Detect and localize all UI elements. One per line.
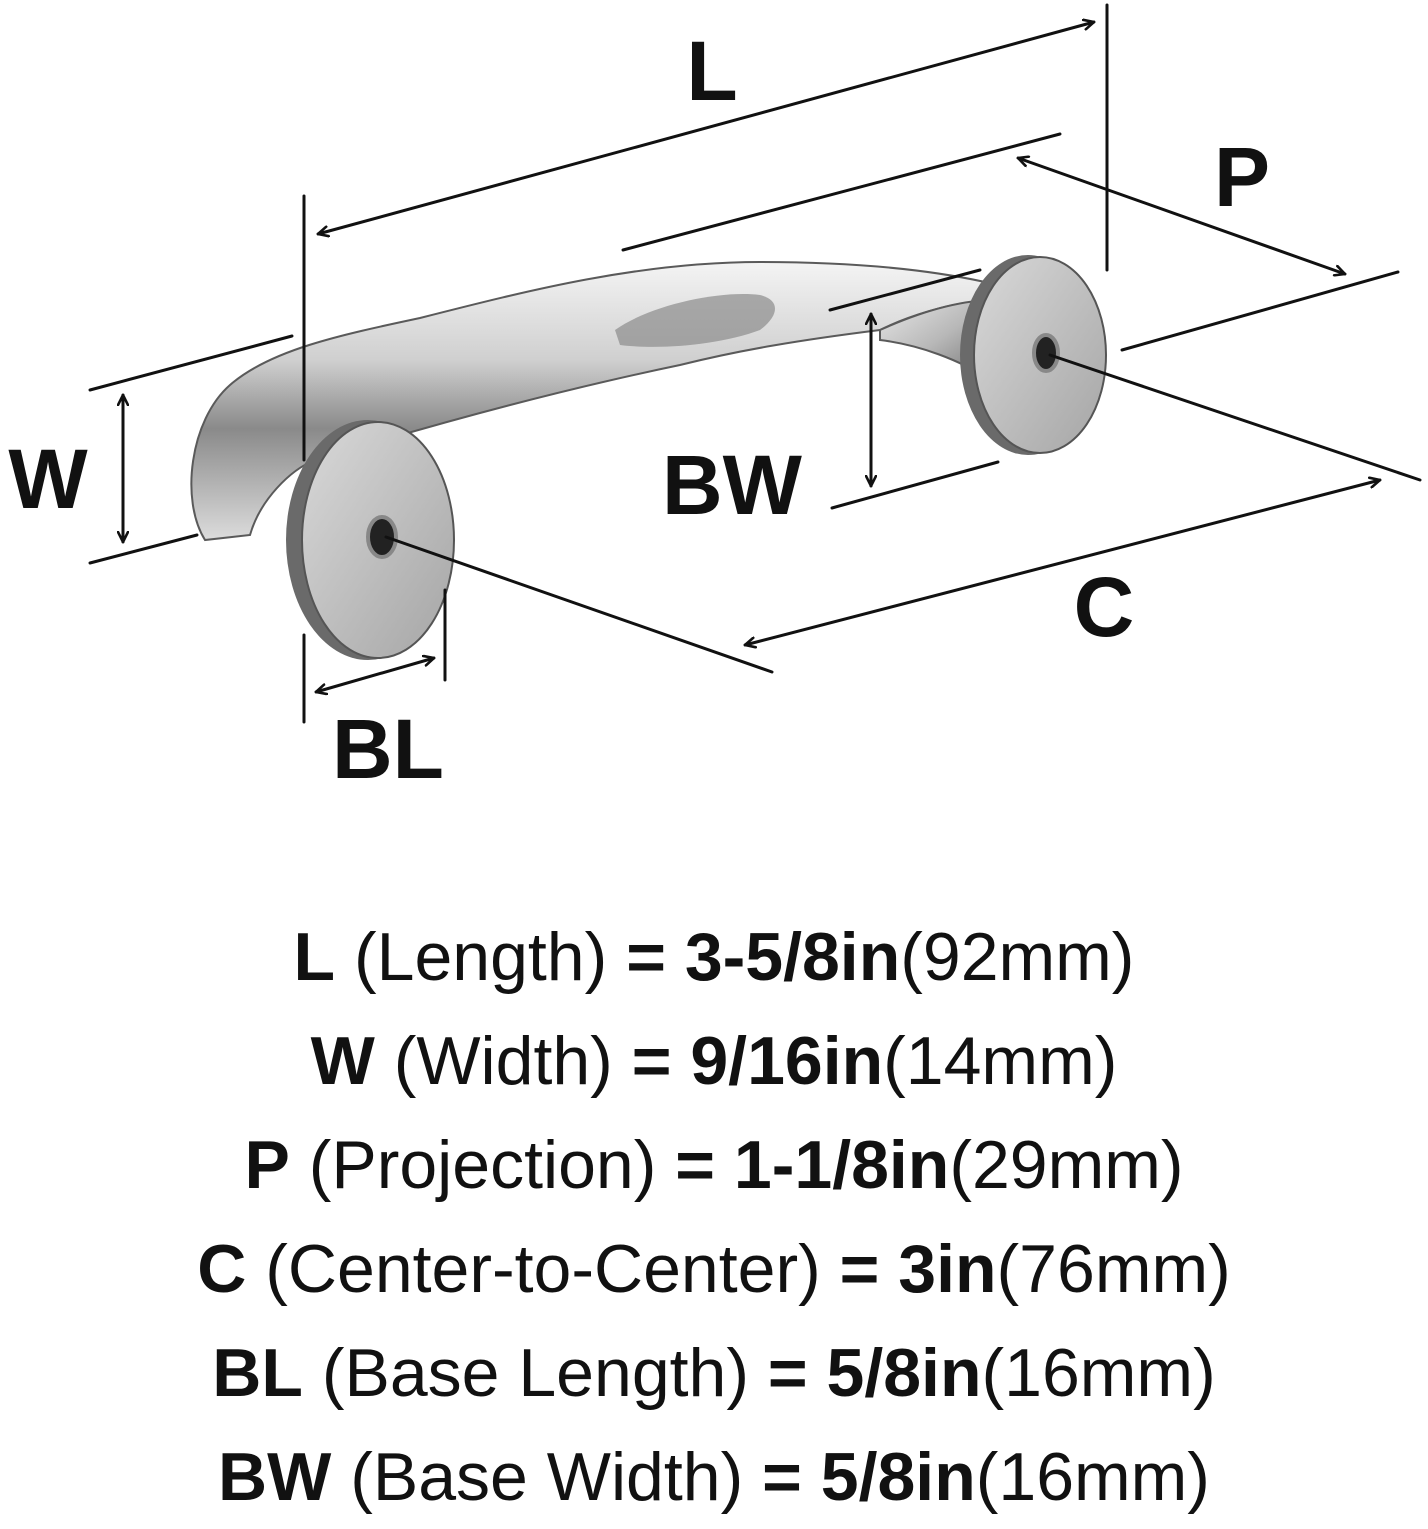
dimension-lines bbox=[88, 3, 1422, 724]
label-l: L bbox=[686, 24, 737, 118]
label-bl: BL bbox=[332, 702, 444, 796]
bw-extension-bottom bbox=[830, 460, 1000, 510]
spec-imperial: 5/8in bbox=[826, 1335, 982, 1411]
pull-handle-diagram: L P W BW C BL bbox=[8, 3, 1422, 796]
spec-metric: (16mm) bbox=[981, 1335, 1216, 1411]
spec-name: (Projection) bbox=[308, 1127, 657, 1203]
label-p: P bbox=[1214, 130, 1270, 224]
dimension-spec-list: L (Length) = 3-5/8in(92mm) W (Width) = 9… bbox=[0, 905, 1428, 1529]
bw-extension-top bbox=[828, 268, 982, 312]
spec-row-projection: P (Projection) = 1-1/8in(29mm) bbox=[0, 1113, 1428, 1217]
spec-imperial: 5/8in bbox=[820, 1439, 976, 1515]
w-extension-bottom bbox=[88, 533, 199, 565]
spec-metric: (76mm) bbox=[996, 1231, 1231, 1307]
c-dimension-arrow bbox=[743, 480, 1382, 645]
spec-key: W bbox=[310, 1023, 375, 1099]
spec-key: BW bbox=[218, 1439, 332, 1515]
label-bw: BW bbox=[662, 438, 803, 532]
spec-name: (Base Length) bbox=[321, 1335, 749, 1411]
spec-equals: = bbox=[762, 1439, 802, 1515]
spec-equals: = bbox=[839, 1231, 880, 1307]
spec-imperial: 1-1/8in bbox=[733, 1127, 950, 1203]
spec-metric: (29mm) bbox=[949, 1127, 1184, 1203]
spec-metric: (14mm) bbox=[883, 1023, 1118, 1099]
handle-bar bbox=[190, 260, 1003, 542]
spec-row-base-length: BL (Base Length) = 5/8in(16mm) bbox=[0, 1321, 1428, 1425]
spec-name: (Length) bbox=[354, 919, 608, 995]
spec-imperial: 3in bbox=[898, 1231, 997, 1307]
l-dimension-arrow bbox=[316, 22, 1096, 234]
spec-row-width: W (Width) = 9/16in(14mm) bbox=[0, 1009, 1428, 1113]
c-extension-right bbox=[1048, 353, 1422, 482]
spec-name: (Width) bbox=[393, 1023, 613, 1099]
handle-groove bbox=[615, 294, 775, 347]
spec-key: L bbox=[293, 919, 336, 995]
p-dimension-arrow bbox=[1016, 158, 1347, 274]
p-extension-top bbox=[621, 132, 1062, 252]
c-extension-left bbox=[384, 535, 774, 674]
spec-equals: = bbox=[767, 1335, 808, 1411]
spec-imperial: 3-5/8in bbox=[684, 919, 901, 995]
spec-name: (Center-to-Center) bbox=[265, 1231, 821, 1307]
spec-name: (Base Width) bbox=[350, 1439, 744, 1515]
label-c: C bbox=[1074, 560, 1135, 654]
label-w: W bbox=[8, 432, 88, 526]
spec-equals: = bbox=[626, 919, 666, 995]
p-extension-bottom bbox=[1120, 270, 1400, 352]
w-extension-top bbox=[88, 334, 294, 392]
spec-key: P bbox=[244, 1127, 290, 1203]
spec-key: C bbox=[197, 1231, 247, 1307]
spec-key: BL bbox=[212, 1335, 303, 1411]
spec-imperial: 9/16in bbox=[690, 1023, 884, 1099]
spec-metric: (92mm) bbox=[900, 919, 1135, 995]
spec-row-length: L (Length) = 3-5/8in(92mm) bbox=[0, 905, 1428, 1009]
spec-row-base-width: BW (Base Width) = 5/8in(16mm) bbox=[0, 1425, 1428, 1529]
left-screw-hole bbox=[366, 515, 398, 559]
spec-metric: (16mm) bbox=[975, 1439, 1210, 1515]
spec-equals: = bbox=[631, 1023, 672, 1099]
spec-equals: = bbox=[675, 1127, 715, 1203]
bl-dimension-arrow bbox=[314, 658, 436, 692]
handle-illustration bbox=[190, 255, 1107, 660]
right-screw-hole bbox=[1032, 333, 1060, 373]
spec-row-center-to-center: C (Center-to-Center) = 3in(76mm) bbox=[0, 1217, 1428, 1321]
